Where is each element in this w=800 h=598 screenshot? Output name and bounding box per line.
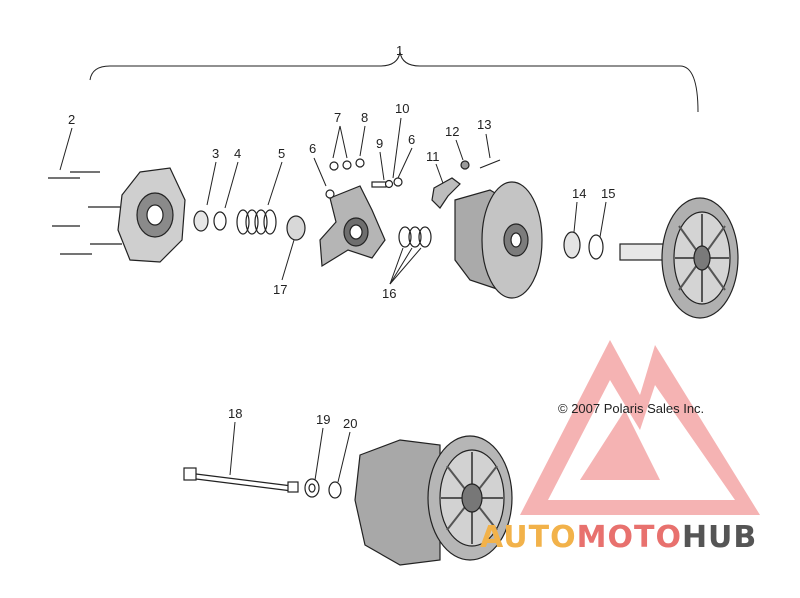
callout-5: 5 bbox=[278, 146, 285, 161]
callout-20: 20 bbox=[343, 416, 357, 431]
cover-plate bbox=[117, 167, 186, 263]
leader-lines bbox=[59, 117, 607, 483]
bolts bbox=[48, 171, 122, 255]
callout-6b: 6 bbox=[408, 132, 415, 147]
callout-16: 16 bbox=[382, 286, 396, 301]
callout-8: 8 bbox=[361, 110, 368, 125]
callout-3: 3 bbox=[212, 146, 219, 161]
bushings-and-spring bbox=[193, 209, 306, 241]
small-hardware bbox=[325, 158, 403, 199]
callout-1: 1 bbox=[396, 43, 403, 58]
copyright-notice: © 2007 Polaris Sales Inc. bbox=[558, 401, 704, 416]
moveable-sheave bbox=[454, 181, 543, 299]
callout-7: 7 bbox=[334, 110, 341, 125]
callout-11: 11 bbox=[426, 149, 440, 164]
spider bbox=[319, 185, 386, 268]
weight-and-pin bbox=[431, 159, 501, 209]
callout-labels: 1 2 3 4 5 6 7 8 9 10 6 11 12 13 14 15 16… bbox=[68, 43, 615, 431]
callout-4: 4 bbox=[234, 146, 241, 161]
callout-2: 2 bbox=[68, 112, 75, 127]
callout-10: 10 bbox=[395, 101, 409, 116]
assembly-bracket bbox=[89, 51, 699, 113]
watermark-text: AUTOMOTOHUB bbox=[480, 520, 757, 555]
callout-17: 17 bbox=[273, 282, 287, 297]
fixed-sheave bbox=[619, 197, 739, 319]
callout-13: 13 bbox=[477, 117, 491, 132]
callout-15: 15 bbox=[601, 186, 615, 201]
callout-6a: 6 bbox=[309, 141, 316, 156]
callout-14: 14 bbox=[572, 186, 586, 201]
callout-18: 18 bbox=[228, 406, 242, 421]
callout-12: 12 bbox=[445, 124, 459, 139]
washers-16 bbox=[398, 226, 432, 248]
lower-assembly bbox=[183, 435, 513, 566]
callout-9: 9 bbox=[376, 136, 383, 151]
watermark-logo bbox=[520, 340, 760, 515]
callout-19: 19 bbox=[316, 412, 330, 427]
bushings-14-15 bbox=[563, 231, 604, 260]
